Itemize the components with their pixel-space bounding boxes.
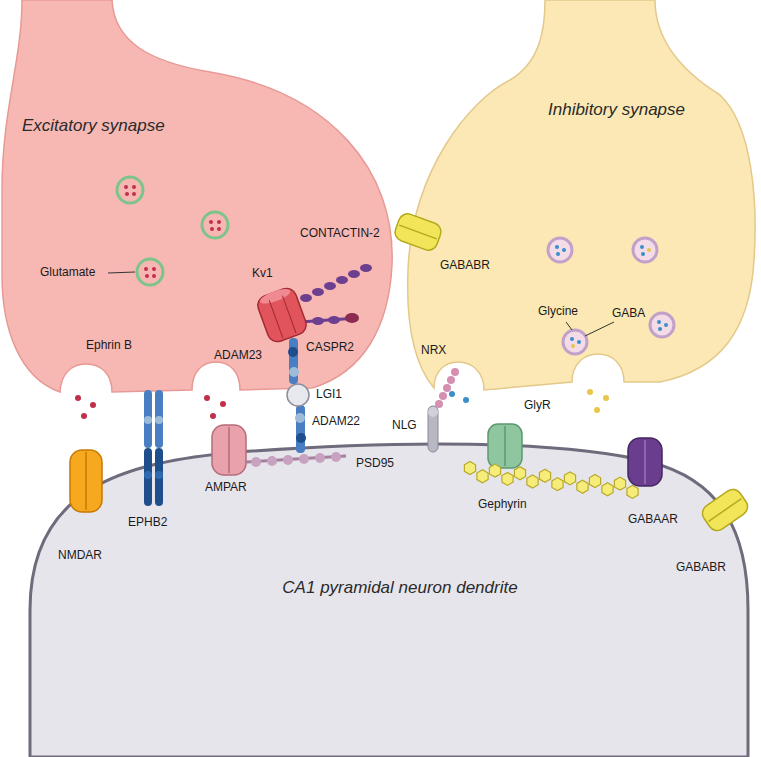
part-label: PSD95 (356, 456, 394, 470)
structure-title: Inhibitory synapse (548, 100, 738, 120)
neurexin (435, 368, 459, 408)
inhibitory-terminal: Inhibitory synapse (400, 0, 761, 400)
part-label: ADAM22 (312, 414, 360, 428)
part-label: LGI1 (316, 387, 342, 401)
part-label: Glycine (538, 304, 578, 318)
part-label: GlyR (524, 398, 551, 412)
excitatory-terminal-shape (2, 0, 392, 392)
part-label: GABABR (440, 258, 490, 272)
part-label: Gephyrin (478, 497, 527, 511)
inhibitory-terminal-outline (400, 0, 761, 400)
part-label: CASPR2 (306, 340, 354, 354)
part-label: GABAAR (628, 512, 678, 526)
structure-title: Excitatory synapse (22, 116, 242, 136)
dendrite-shape (30, 444, 748, 757)
part-label: Glutamate (40, 265, 95, 279)
part-label: Kv1 (252, 266, 273, 280)
part-label: GABABR (676, 560, 726, 574)
dendrite: CA1 pyramidal neuron dendrite (25, 425, 761, 757)
part-label: NRX (421, 343, 446, 357)
released-transmitter (449, 389, 609, 413)
part-label: Ephrin B (86, 338, 132, 352)
part-label: AMPAR (205, 480, 247, 494)
part-label: EPHB2 (128, 515, 167, 529)
part-label: NLG (392, 418, 417, 432)
part-label: ADAM23 (214, 348, 262, 362)
adam22 (295, 405, 306, 453)
part-label: CONTACTIN-2 (300, 226, 380, 240)
inhibitory-terminal-shape (408, 0, 755, 390)
released-glutamate (75, 395, 226, 419)
structure-title: CA1 pyramidal neuron dendrite (280, 578, 520, 598)
part-label: NMDAR (58, 548, 102, 562)
part-label: GABA (612, 306, 645, 320)
